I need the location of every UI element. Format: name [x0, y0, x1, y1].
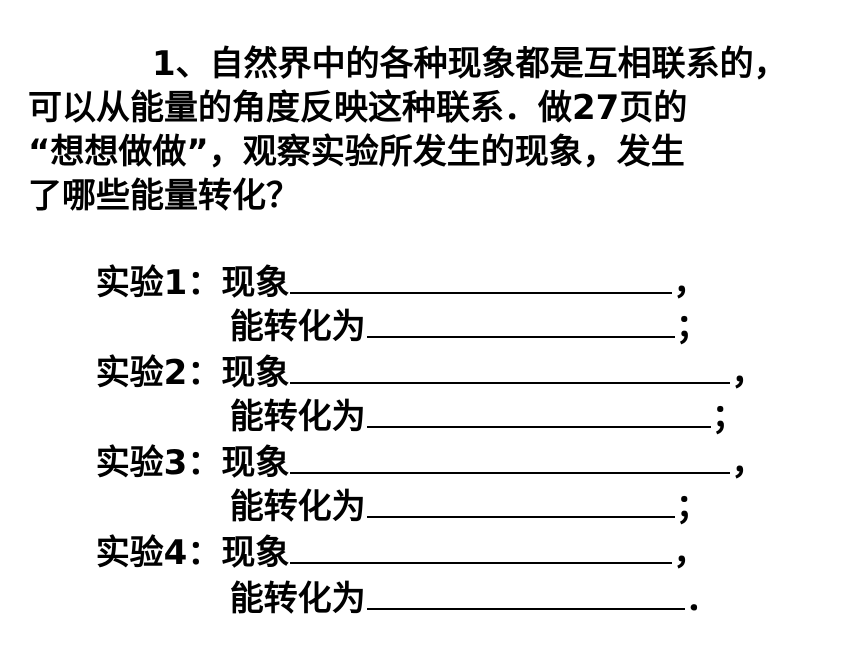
- energy-label: 能转化为: [229, 397, 366, 437]
- phenomenon-blank[interactable]: [290, 532, 673, 564]
- question-line-2: 可以从能量的角度反映这种联系．做27页的: [28, 88, 688, 128]
- question-line-3: “想想做做”，观察实验所发生的现象，发生: [28, 132, 685, 172]
- energy-blank[interactable]: [366, 306, 675, 338]
- energy-punct: ．: [685, 579, 720, 619]
- phenomenon-label: 现象: [221, 353, 290, 393]
- experiment-3-phenomenon-row: 实验3：现象 ，: [72, 402, 766, 483]
- energy-punct: ；: [675, 487, 710, 527]
- energy-punct: ；: [711, 397, 746, 437]
- phenomenon-punct: ，: [673, 533, 708, 573]
- experiment-label: 实验3：: [95, 443, 222, 483]
- phenomenon-label: 现象: [221, 533, 290, 573]
- energy-punct: ；: [675, 307, 710, 347]
- experiment-label: 实验2：: [95, 353, 222, 393]
- energy-blank[interactable]: [366, 396, 711, 428]
- phenomenon-blank[interactable]: [290, 262, 673, 294]
- phenomenon-punct: ，: [673, 263, 708, 303]
- experiment-label: 实验1：: [95, 263, 222, 303]
- phenomenon-label: 现象: [221, 263, 290, 303]
- experiment-1-phenomenon-row: 实验1：现象 ，: [72, 222, 708, 303]
- phenomenon-punct: ，: [731, 353, 766, 393]
- energy-label: 能转化为: [229, 307, 366, 347]
- experiment-4-energy-row: 能转化为 ．: [206, 538, 720, 619]
- phenomenon-blank[interactable]: [290, 442, 731, 474]
- energy-blank[interactable]: [366, 486, 675, 518]
- experiment-2-phenomenon-row: 实验2：现象 ，: [72, 312, 766, 393]
- energy-label: 能转化为: [229, 487, 366, 527]
- experiment-3-energy-row: 能转化为 ；: [206, 446, 710, 527]
- question-line-4: 了哪些能量转化？: [28, 176, 300, 216]
- phenomenon-punct: ，: [731, 443, 766, 483]
- experiment-2-energy-row: 能转化为 ；: [206, 356, 746, 437]
- experiment-1-energy-row: 能转化为 ；: [206, 266, 710, 347]
- question-line-1: 1、自然界中的各种现象都是互相联系的，: [152, 44, 788, 84]
- phenomenon-label: 现象: [221, 443, 290, 483]
- energy-label: 能转化为: [229, 579, 366, 619]
- experiment-label: 实验4：: [95, 533, 222, 573]
- energy-blank[interactable]: [366, 578, 685, 610]
- experiment-4-phenomenon-row: 实验4：现象 ，: [72, 492, 708, 573]
- phenomenon-blank[interactable]: [290, 352, 731, 384]
